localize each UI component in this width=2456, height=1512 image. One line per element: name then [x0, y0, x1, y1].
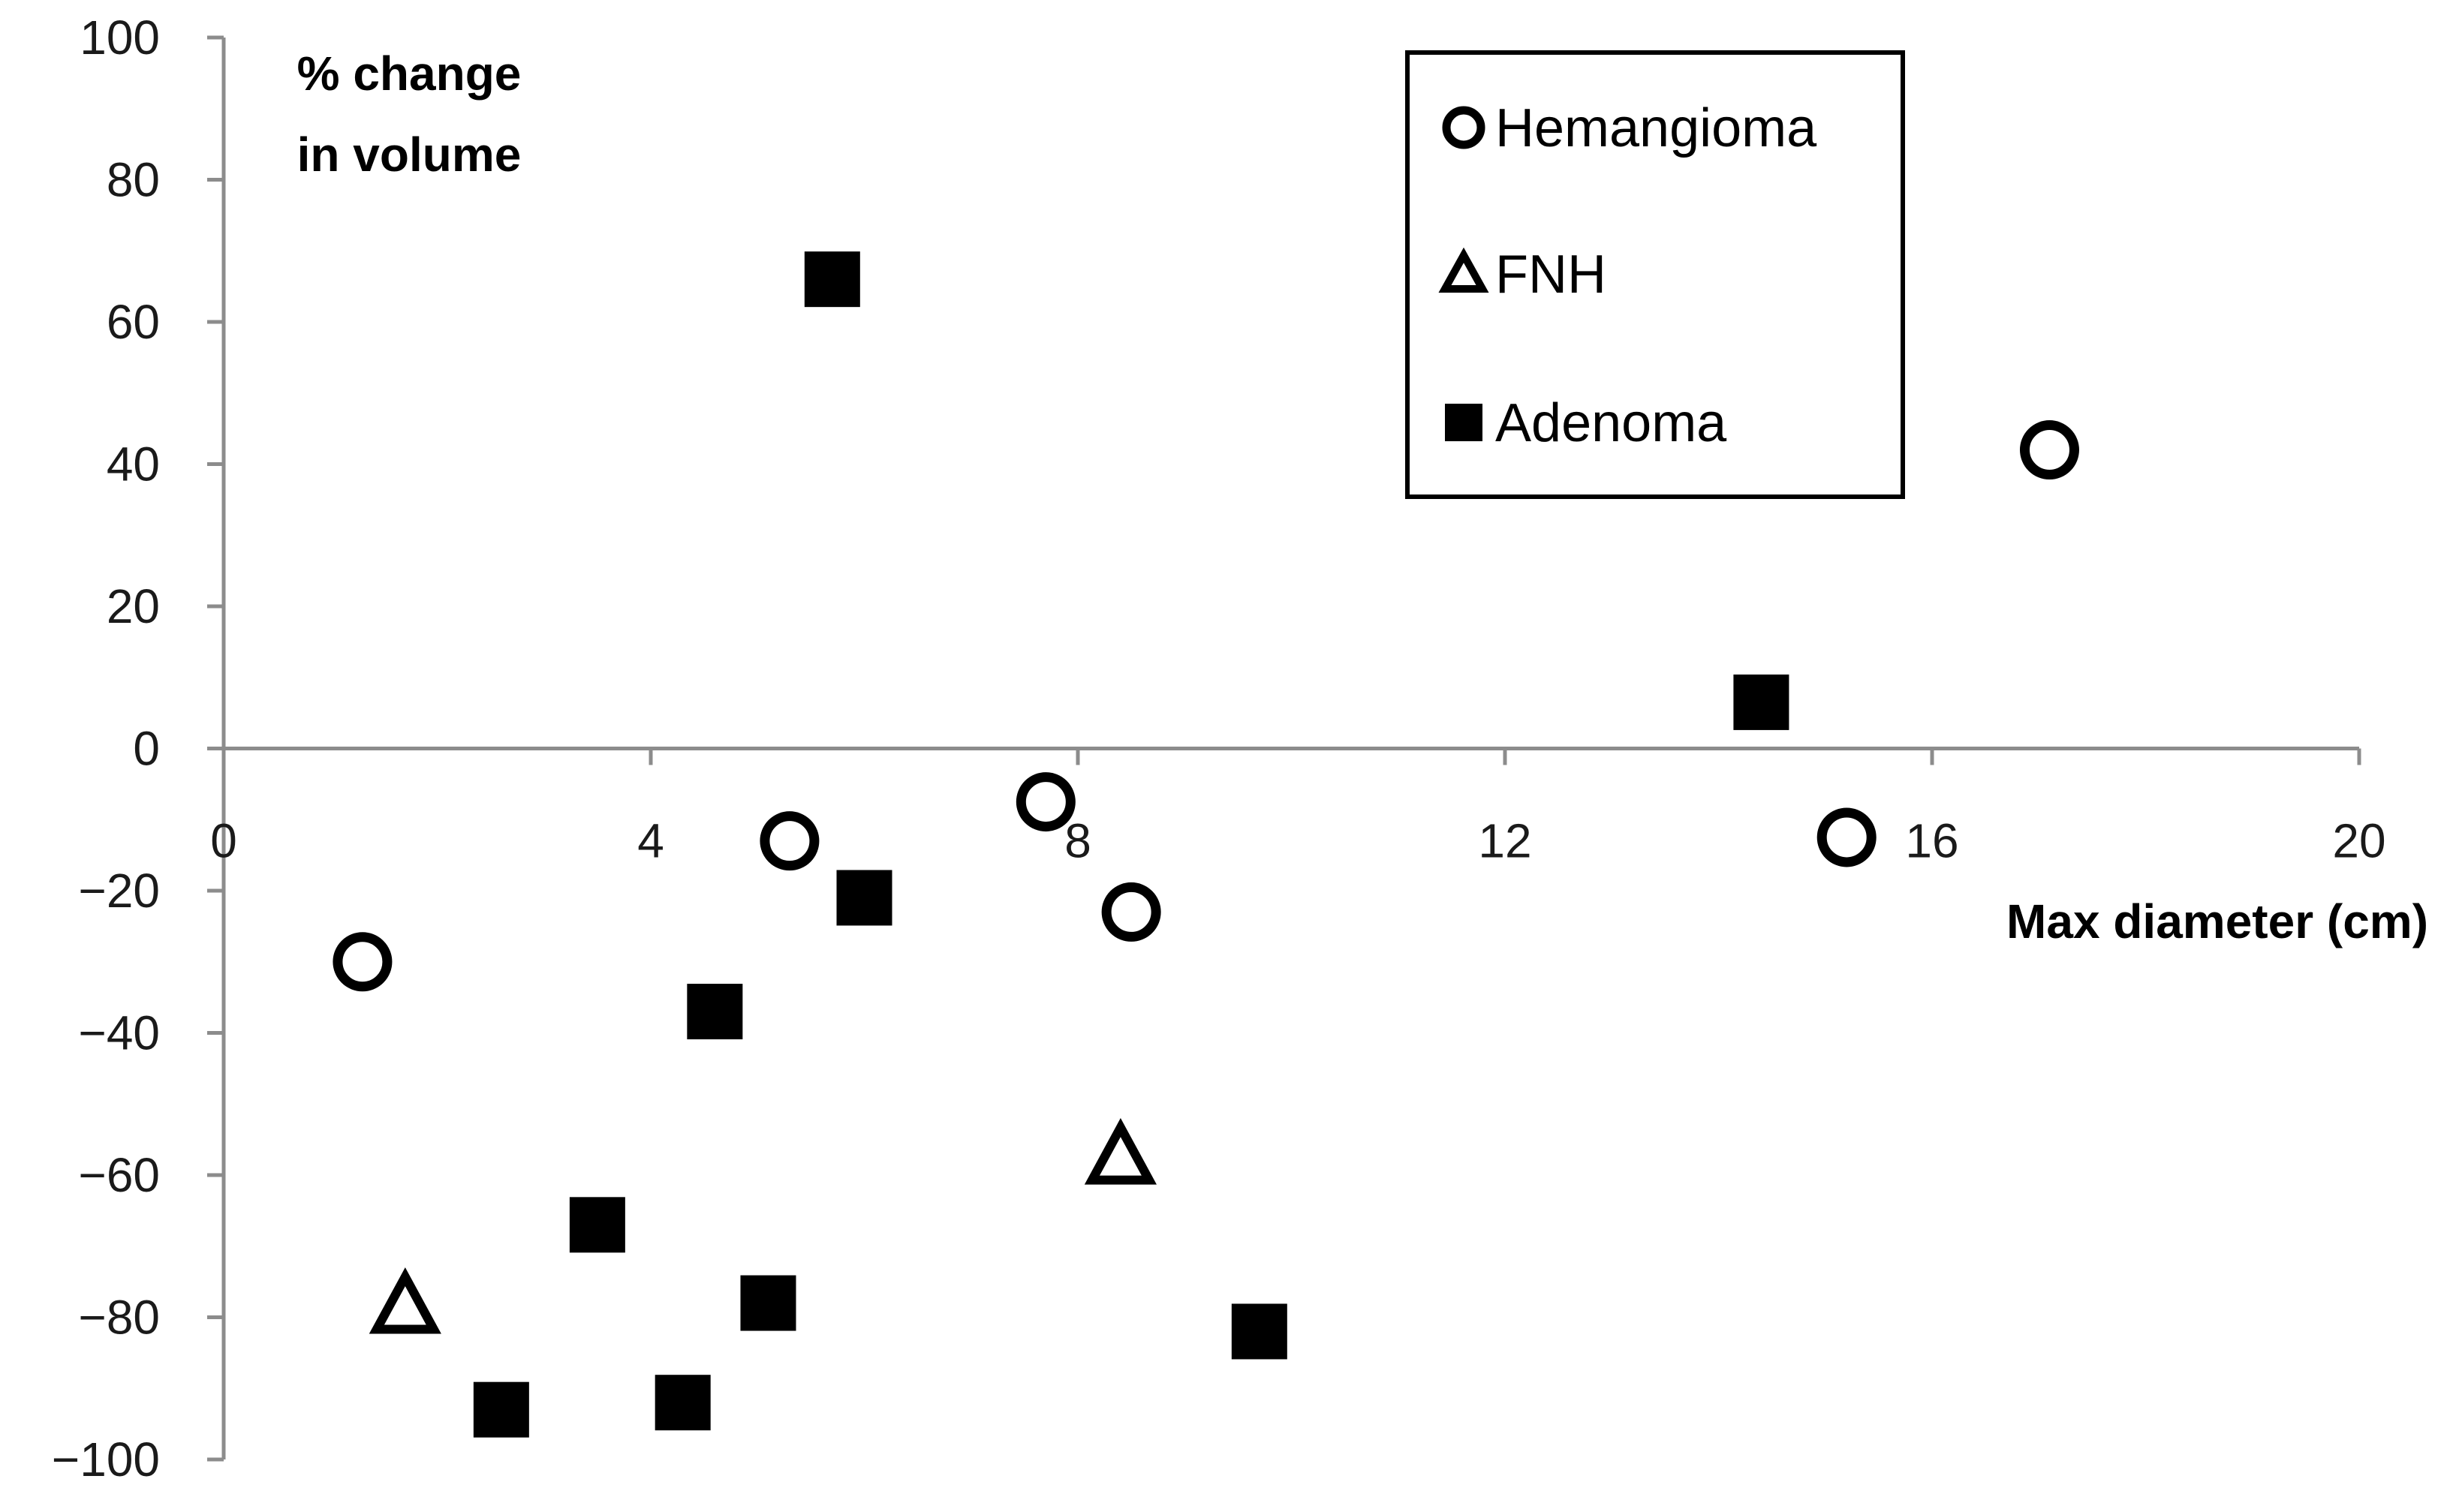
data-point-adenoma — [804, 251, 860, 308]
y-axis-title-line-1: % change — [297, 47, 522, 101]
data-point-adenoma — [1733, 674, 1789, 730]
data-point-adenoma — [836, 870, 892, 926]
data-points — [333, 251, 2079, 1438]
legend-box — [1405, 50, 1905, 499]
x-tick-label: 16 — [1905, 814, 1958, 868]
legend-item-hemangioma: Hemangioma — [1442, 98, 1817, 158]
data-point-adenoma — [687, 984, 743, 1040]
legend-label-hemangioma: Hemangioma — [1495, 98, 1817, 158]
data-point-hemangioma — [1016, 772, 1076, 832]
data-point-hemangioma — [760, 811, 820, 871]
y-tick-label: 40 — [107, 437, 160, 491]
y-tick-label: −20 — [78, 864, 160, 918]
x-tick-label: 4 — [637, 814, 664, 868]
x-tick-label: 8 — [1064, 814, 1091, 868]
x-tick-label: 0 — [210, 814, 237, 868]
y-tick-label: −100 — [52, 1432, 160, 1486]
axes: −100 −80 −60 −40 −20 0 20 40 60 80 100 0 4 8 12 16 20 — [52, 11, 2386, 1486]
y-tick-label: 80 — [107, 153, 160, 207]
data-point-adenoma — [1231, 1303, 1287, 1360]
y-tick-label: 100 — [80, 11, 160, 65]
legend-marker-fnh — [1438, 247, 1489, 293]
legend-item-adenoma: Adenoma — [1445, 393, 1727, 453]
y-tick-label: 20 — [107, 579, 160, 633]
data-point-adenoma — [740, 1275, 796, 1331]
y-ticks: −100 −80 −60 −40 −20 0 20 40 60 80 100 — [52, 11, 224, 1486]
x-tick-label: 20 — [2332, 814, 2385, 868]
data-point-hemangioma — [333, 932, 393, 992]
x-axis-title: Max diameter (cm) — [2006, 894, 2428, 948]
y-tick-label: 0 — [133, 722, 160, 776]
y-tick-label: 60 — [107, 295, 160, 349]
y-tick-label: −40 — [78, 1006, 160, 1060]
data-point-adenoma — [655, 1375, 711, 1431]
y-tick-label: −80 — [78, 1291, 160, 1345]
data-point-fnh — [1084, 1117, 1157, 1185]
legend-label-adenoma: Adenoma — [1495, 393, 1727, 453]
x-tick-label: 12 — [1478, 814, 1531, 868]
y-tick-label: −60 — [78, 1148, 160, 1202]
data-point-hemangioma — [2019, 420, 2079, 480]
legend: Hemangioma FNH Adenoma — [1405, 50, 1905, 499]
legend-marker-hemangioma — [1442, 106, 1485, 149]
legend-marker-adenoma — [1445, 404, 1482, 441]
data-point-hemangioma — [1101, 882, 1161, 942]
x-ticks: 0 4 8 12 16 20 — [210, 748, 2386, 868]
data-point-hemangioma — [1816, 807, 1877, 867]
legend-item-fnh: FNH — [1438, 245, 1606, 305]
y-axis-title: % change in volume — [297, 47, 522, 182]
legend-label-fnh: FNH — [1495, 245, 1606, 305]
data-point-adenoma — [473, 1381, 529, 1438]
data-point-adenoma — [569, 1197, 625, 1253]
data-point-fnh — [369, 1267, 441, 1334]
y-axis-title-line-2: in volume — [297, 128, 522, 182]
